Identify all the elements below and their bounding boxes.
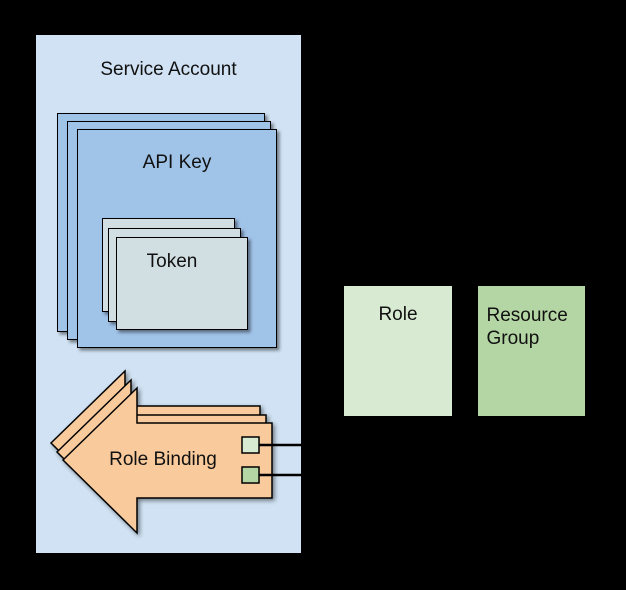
resource-group-box (478, 286, 585, 416)
resource-group-label: Resource Group (478, 304, 585, 350)
role-box (344, 286, 452, 416)
role-label: Role (378, 304, 418, 325)
role-binding-label: Role Binding (109, 449, 217, 470)
token-label: Token (146, 251, 198, 272)
resource-group-label-text: Resource Group (486, 305, 568, 349)
api-key-label: API Key (142, 152, 212, 173)
token-card-front (116, 237, 248, 330)
service-account-label: Service Account (100, 59, 237, 80)
